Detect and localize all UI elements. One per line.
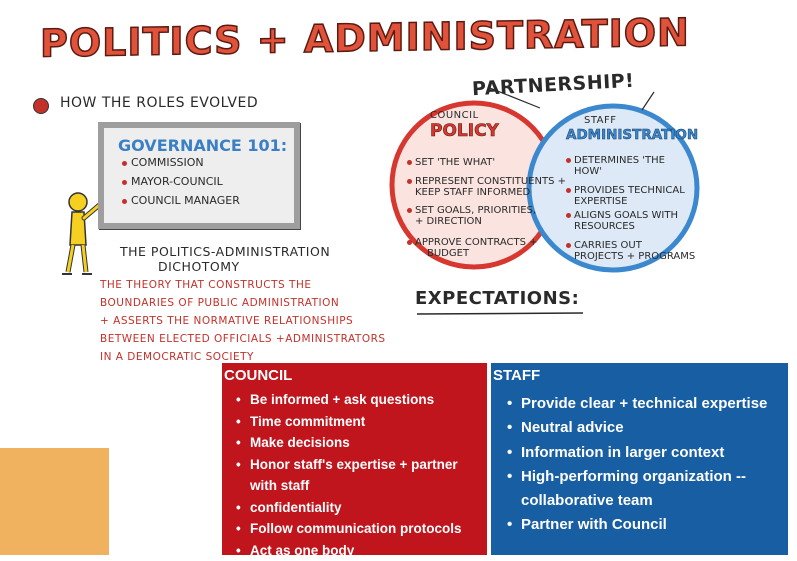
council-expectations-list: Be informed + ask questions Time commitm…	[236, 389, 481, 561]
list-item: Act as one body	[236, 540, 481, 561]
bullet-icon	[122, 180, 127, 185]
underline	[415, 311, 585, 317]
bullet-icon	[407, 179, 412, 184]
staff-panel: STAFF Provide clear + technical expertis…	[491, 363, 788, 555]
list-item: Be informed + ask questions	[236, 389, 481, 411]
administration-label: ADMINISTRATION	[566, 127, 698, 143]
bullet-icon	[122, 199, 127, 204]
policy-label: POLICY	[430, 121, 499, 141]
bullet-icon	[122, 161, 127, 166]
council-small-label: COUNCIL	[430, 110, 479, 121]
panel-heading: STAFF	[493, 367, 540, 384]
whiteboard-title: GOVERNANCE 101:	[118, 136, 287, 155]
list-item: Honor staff's expertise + partner with s…	[236, 454, 481, 497]
list-item: High-performing organization -- collabor…	[507, 465, 782, 514]
list-item: COUNCIL MANAGER	[122, 194, 240, 207]
whiteboard: GOVERNANCE 101: COMMISSION MAYOR-COUNCIL…	[98, 122, 300, 229]
roles-heading: HOW THE ROLES EVOLVED	[60, 95, 258, 111]
list-item: Provide clear + technical expertise	[507, 392, 782, 416]
council-item: SET 'THE WHAT'	[407, 157, 495, 168]
council-item: REPRESENT CONSTITUENTS +KEEP STAFF INFOR…	[407, 176, 566, 198]
bullet-icon	[407, 160, 412, 165]
staff-small-label: STAFF	[584, 115, 617, 126]
list-item: Partner with Council	[507, 513, 782, 537]
bullet-icon	[407, 208, 412, 213]
list-item: Neutral advice	[507, 416, 782, 440]
council-item: SET GOALS, PRIORITIES,+ DIRECTION	[407, 205, 536, 227]
list-item: Time commitment	[236, 411, 481, 433]
definition-line: + ASSERTS THE NORMATIVE RELATIONSHIPS	[100, 312, 386, 330]
list-item: MAYOR-COUNCIL	[122, 175, 223, 188]
bullet-icon	[566, 243, 571, 248]
council-panel: COUNCIL Be informed + ask questions Time…	[222, 363, 487, 555]
staff-expectations-list: Provide clear + technical expertise Neut…	[507, 392, 782, 538]
expectations-label: EXPECTATIONS:	[415, 288, 579, 309]
bullet-icon	[407, 240, 412, 245]
bullet-icon	[566, 188, 571, 193]
bullet-icon	[566, 213, 571, 218]
definition-line: BOUNDARIES OF PUBLIC ADMINISTRATION	[100, 294, 386, 312]
list-item: Follow communication protocols	[236, 518, 481, 540]
bullet-icon	[566, 158, 571, 163]
page-title: POLITICS + ADMINISTRATION	[40, 10, 690, 65]
pointer-line	[642, 92, 654, 110]
list-item: Information in larger context	[507, 441, 782, 465]
definition-line: BETWEEN ELECTED OFFICIALS +ADMINISTRATOR…	[100, 330, 386, 348]
list-item: COMMISSION	[122, 156, 204, 169]
decorative-block	[0, 448, 109, 555]
definition-line: THE THEORY THAT CONSTRUCTS THE	[100, 276, 386, 294]
dichotomy-heading: THE POLITICS-ADMINISTRATION	[120, 244, 330, 259]
list-item: confidentiality	[236, 497, 481, 519]
bullet-icon	[33, 98, 49, 114]
panel-heading: COUNCIL	[224, 367, 292, 384]
dichotomy-heading: DICHOTOMY	[158, 259, 240, 274]
dichotomy-definition: THE THEORY THAT CONSTRUCTS THE BOUNDARIE…	[100, 276, 386, 366]
list-item: Make decisions	[236, 432, 481, 454]
council-item: APPROVE CONTRACTS +BUDGET	[407, 237, 538, 259]
